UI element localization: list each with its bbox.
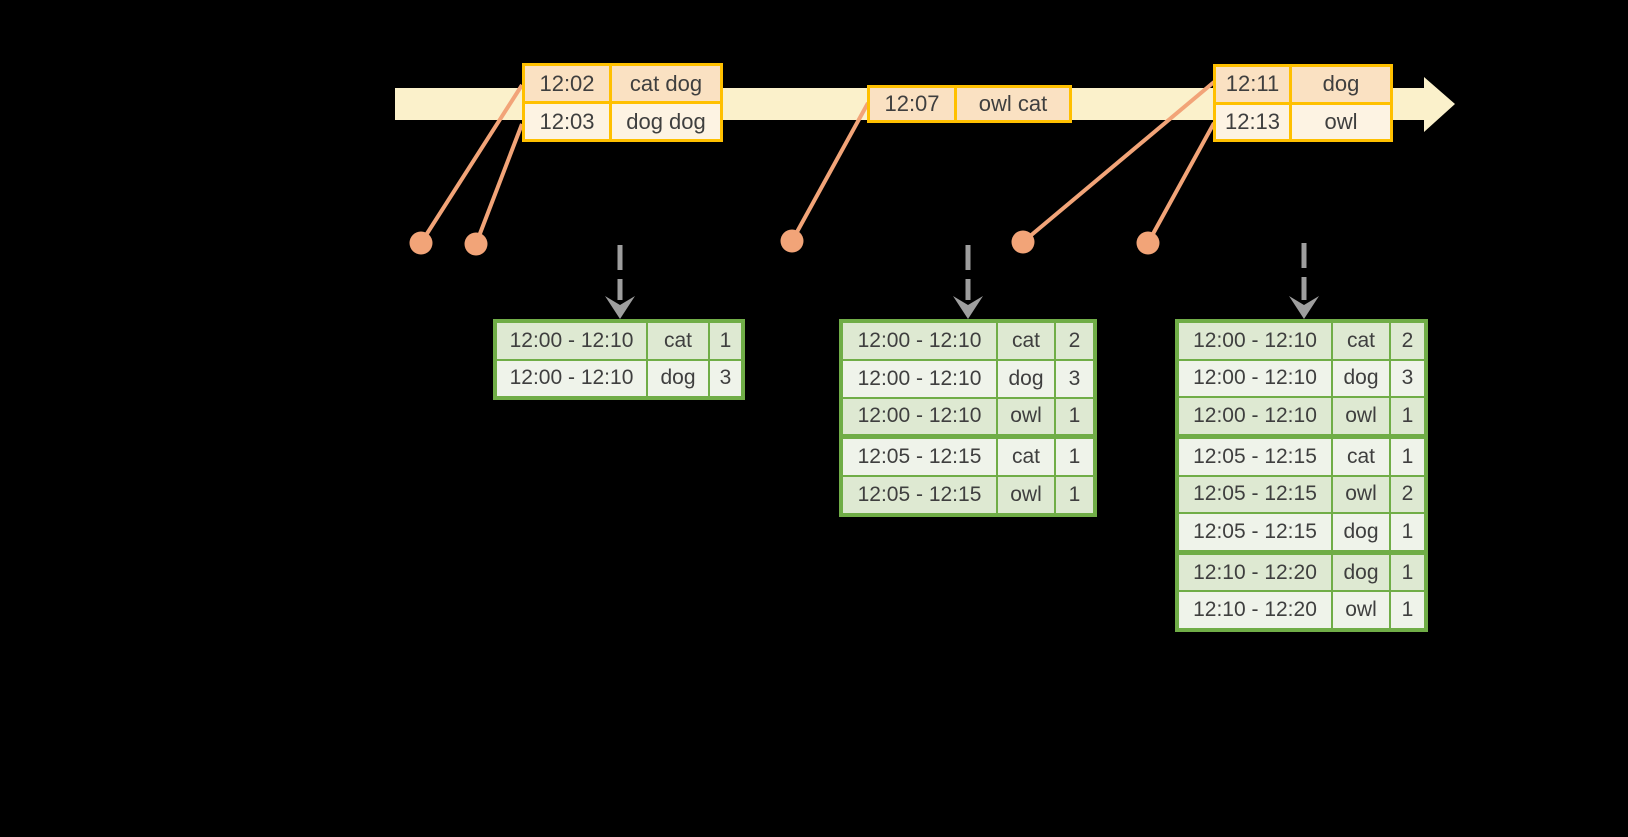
window-cell: 12:00 - 12:10	[497, 360, 646, 396]
window-cell: 12:05 - 12:15	[1179, 514, 1331, 550]
count-cell: 1	[1389, 398, 1424, 434]
trigger-arrow	[1289, 243, 1319, 319]
event-dot	[1011, 230, 1035, 254]
event-words-cell: owl cat	[954, 88, 1069, 120]
window-cell: 12:00 - 12:10	[843, 323, 996, 359]
window-cell: 12:05 - 12:15	[1179, 438, 1331, 475]
window-cell: 12:00 - 12:10	[497, 323, 646, 359]
count-cell: 3	[708, 360, 741, 396]
word-cell: owl	[1331, 476, 1389, 513]
window-cell: 12:00 - 12:10	[843, 360, 996, 397]
word-cell: owl	[996, 477, 1054, 513]
event-time-cell: 12:13	[1216, 104, 1289, 139]
word-cell: dog	[1331, 360, 1389, 397]
word-cell: cat	[1331, 323, 1389, 359]
window-cell: 12:10 - 12:20	[1179, 554, 1331, 591]
event-time-cell: 12:11	[1216, 67, 1289, 102]
count-cell: 1	[1389, 438, 1424, 475]
event-time-cell: 12:03	[525, 104, 609, 139]
count-cell: 2	[1054, 323, 1093, 359]
window-cell: 12:00 - 12:10	[1179, 323, 1331, 359]
count-cell: 2	[1389, 476, 1424, 513]
event-dot	[780, 229, 804, 253]
window-cell: 12:10 - 12:20	[1179, 592, 1331, 628]
window-cell: 12:00 - 12:10	[843, 398, 996, 435]
count-cell: 1	[1389, 514, 1424, 550]
word-cell: owl	[996, 398, 1054, 435]
window-cell: 12:05 - 12:15	[843, 477, 996, 513]
event-connector-line	[1021, 80, 1216, 244]
count-cell: 3	[1389, 360, 1424, 397]
count-cell: 3	[1054, 360, 1093, 397]
count-cell: 1	[1054, 398, 1093, 435]
trigger-arrow	[605, 245, 635, 319]
event-time-cell: 12:02	[525, 66, 609, 101]
word-cell: dog	[996, 360, 1054, 397]
count-cell: 1	[1054, 439, 1093, 476]
word-cell: cat	[646, 323, 708, 359]
event-dot	[1136, 231, 1160, 255]
event-words-cell: cat dog	[609, 66, 720, 101]
event-words-cell: dog	[1289, 67, 1390, 102]
window-cell: 12:05 - 12:15	[843, 439, 996, 476]
event-timeline-arrowhead	[1424, 77, 1455, 132]
event-time-cell: 12:07	[870, 88, 954, 120]
event-connector-line	[474, 123, 524, 245]
event-dot	[409, 231, 433, 255]
word-cell: owl	[1331, 592, 1389, 628]
event-connector-line	[1146, 122, 1216, 244]
count-cell: 2	[1389, 323, 1424, 359]
event-words-cell: dog dog	[609, 104, 720, 139]
trigger-arrow-head	[953, 296, 983, 319]
word-cell: dog	[1331, 514, 1389, 550]
word-cell: dog	[1331, 554, 1389, 591]
word-cell: cat	[996, 439, 1054, 476]
word-cell: cat	[996, 323, 1054, 359]
trigger-arrow	[953, 245, 983, 319]
trigger-arrow-head	[605, 296, 635, 319]
word-cell: dog	[646, 360, 708, 396]
trigger-arrow-head	[1289, 296, 1319, 319]
word-cell: owl	[1331, 398, 1389, 434]
word-cell: cat	[1331, 438, 1389, 475]
count-cell: 1	[1054, 477, 1093, 513]
event-connector-line	[790, 102, 870, 242]
window-cell: 12:00 - 12:10	[1179, 360, 1331, 397]
count-cell: 1	[708, 323, 741, 359]
window-cell: 12:05 - 12:15	[1179, 476, 1331, 513]
window-cell: 12:00 - 12:10	[1179, 398, 1331, 434]
event-connector-line	[419, 83, 524, 245]
event-words-cell: owl	[1289, 104, 1390, 139]
count-cell: 1	[1389, 554, 1424, 591]
count-cell: 1	[1389, 592, 1424, 628]
event-dot	[464, 232, 488, 256]
